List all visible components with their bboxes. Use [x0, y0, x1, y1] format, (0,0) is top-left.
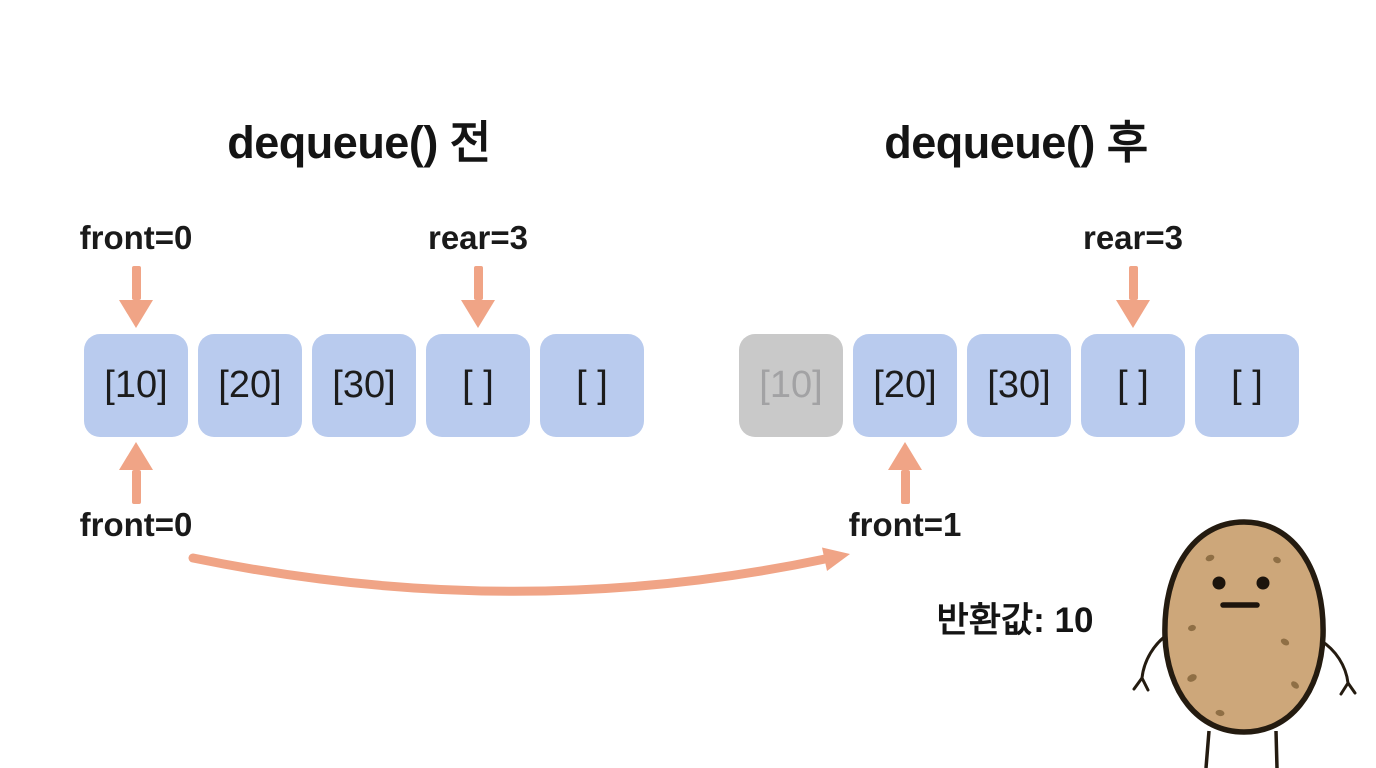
queue-cell: [20] — [198, 334, 302, 437]
arrow-head — [461, 300, 495, 328]
potato-spots — [1187, 554, 1299, 717]
after-rear-top-label: rear=3 — [1082, 219, 1183, 256]
return-value-label: 반환값: 10 — [936, 601, 1094, 640]
queue-cell: [ ] — [1195, 334, 1299, 437]
queue-cell: [10] — [84, 334, 188, 437]
arrow-head — [119, 442, 153, 470]
arrow-head — [888, 442, 922, 470]
queue-cell: [ ] — [426, 334, 530, 437]
queue-cell-removed: [10] — [739, 334, 843, 437]
queue-cell: [30] — [967, 334, 1071, 437]
queue-cell: [ ] — [540, 334, 644, 437]
before-front-arrow-down-icon — [118, 266, 154, 328]
before-rear-arrow-down-icon — [460, 266, 496, 328]
after-front-arrow-up-icon — [887, 442, 923, 504]
arrow-shaft — [473, 266, 483, 300]
queue-cell: [30] — [312, 334, 416, 437]
potato-left-eye — [1212, 576, 1226, 590]
after-rear-arrow-down-icon — [1115, 266, 1151, 328]
queue-cell: [ ] — [1081, 334, 1185, 437]
front-transition-curved-arrow-icon — [188, 547, 850, 596]
arrow-shaft — [900, 470, 910, 504]
potato-right-eye — [1256, 576, 1270, 590]
arrow-head — [1116, 300, 1150, 328]
after-queue: [10] [20] [30] [ ] [ ] — [739, 334, 1299, 437]
arrow-head — [119, 300, 153, 328]
arrow-shaft — [1128, 266, 1138, 300]
after-front-bottom-label: front=1 — [848, 506, 962, 543]
before-rear-top-label: rear=3 — [427, 219, 528, 256]
arrow-shaft — [131, 266, 141, 300]
potato-character-icon — [1132, 519, 1357, 768]
before-front-bottom-label: front=0 — [79, 506, 193, 543]
after-title: dequeue() 후 — [884, 117, 1148, 168]
before-queue: [10] [20] [30] [ ] [ ] — [84, 334, 644, 437]
queue-cell: [20] — [853, 334, 957, 437]
before-title: dequeue() 전 — [227, 117, 491, 168]
before-front-arrow-up-icon — [118, 442, 154, 504]
before-front-top-label: front=0 — [79, 219, 193, 256]
arrow-shaft — [131, 470, 141, 504]
